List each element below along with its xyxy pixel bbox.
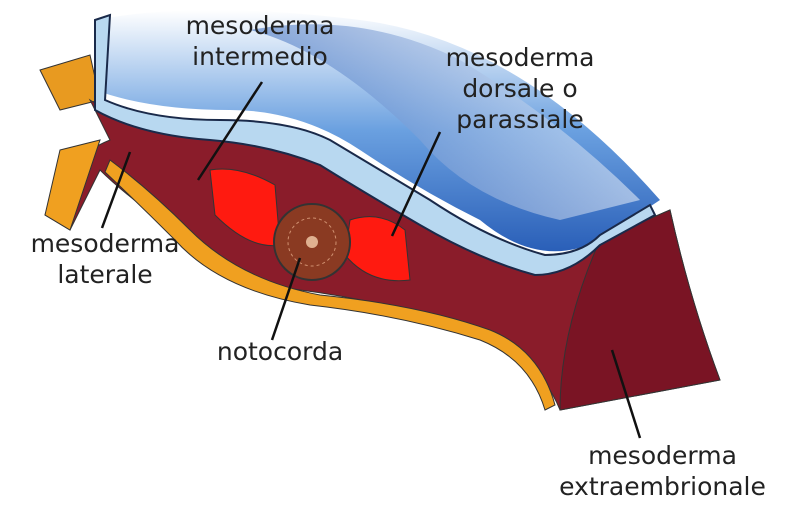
endoderm-layer [104, 159, 556, 411]
label-mesoderma-dorsale: mesoderma dorsale o parassiale [420, 42, 620, 135]
label-line: parassiale [456, 105, 584, 134]
leader-line-notocorda [270, 257, 302, 341]
label-line: mesoderma [588, 441, 737, 470]
cavity-shading [250, 24, 640, 221]
label-line: notocorda [216, 337, 344, 366]
leader-line-laterale [100, 151, 132, 229]
label-line: extraembrionale [559, 472, 766, 501]
leader-line-extraembrionale [610, 349, 642, 439]
notochord-core [306, 236, 318, 248]
extraembryonic-mesoderm [559, 209, 721, 411]
label-notocorda: notocorda [200, 336, 360, 367]
label-mesoderma-intermedio: mesoderma intermedio [170, 10, 350, 72]
label-line: mesoderma [30, 229, 180, 258]
label-mesoderma-extraembrionale: mesoderma extraembrionale [540, 440, 785, 502]
label-line: laterale [57, 260, 153, 289]
leader-line-dorsale [390, 131, 442, 237]
notochord-inner-ring [287, 217, 337, 267]
label-line: mesoderma [185, 11, 335, 40]
label-line: mesoderma [445, 43, 595, 72]
leader-line-intermedio [196, 81, 264, 181]
leader-lines [100, 81, 642, 439]
lateral-endoderm-fold [44, 139, 101, 231]
label-mesoderma-laterale: mesoderma laterale [15, 228, 195, 290]
ectoderm-layer [94, 13, 657, 277]
label-line: dorsale o [462, 74, 578, 103]
label-line: intermedio [192, 42, 328, 71]
